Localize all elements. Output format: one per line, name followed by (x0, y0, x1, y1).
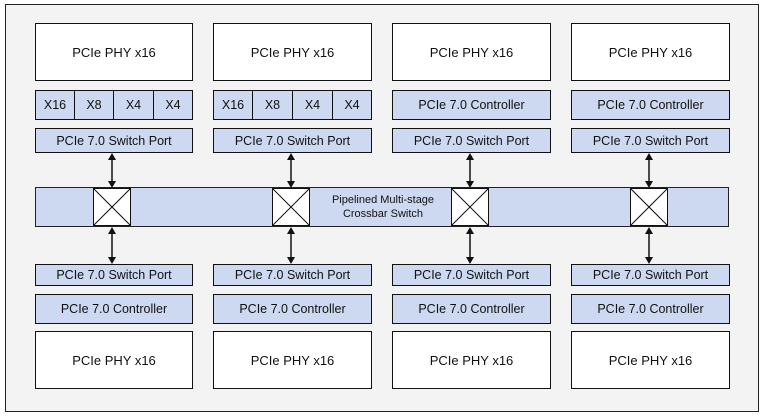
bottom-switch-port-2: PCIe 7.0 Switch Port (213, 264, 372, 286)
top-phy-2: PCIe PHY x16 (213, 23, 372, 81)
arrow-bottom-3 (466, 227, 474, 264)
crossbar-node-1 (93, 188, 131, 226)
top-lane-1-3: X4 (113, 90, 154, 120)
bottom-phy-2: PCIe PHY x16 (213, 331, 372, 389)
bottom-controller-3: PCIe 7.0 Controller (392, 294, 551, 324)
bottom-controller-1: PCIe 7.0 Controller (35, 294, 193, 324)
top-switch-port-4: PCIe 7.0 Switch Port (571, 128, 730, 153)
crossbar-label: Pipelined Multi-stage Crossbar Switch (303, 193, 463, 221)
top-lane-2-4: X4 (332, 90, 372, 120)
top-switch-port-3: PCIe 7.0 Switch Port (392, 128, 551, 153)
top-phy-4: PCIe PHY x16 (571, 23, 730, 81)
top-lane-1-2: X8 (74, 90, 114, 120)
top-controller-4: PCIe 7.0 Controller (571, 90, 730, 120)
top-lane-1-1: X16 (35, 90, 75, 120)
arrow-top-2 (287, 153, 295, 188)
bottom-controller-4: PCIe 7.0 Controller (571, 294, 730, 324)
crossbar-label-line1: Pipelined Multi-stage (331, 194, 435, 206)
crossbar-switch (35, 187, 729, 227)
top-lane-2-1: X16 (213, 90, 253, 120)
top-switch-port-1: PCIe 7.0 Switch Port (35, 128, 193, 153)
bottom-phy-1: PCIe PHY x16 (35, 331, 193, 389)
top-phy-3: PCIe PHY x16 (392, 23, 551, 81)
arrow-top-1 (108, 153, 116, 188)
top-lane-2-2: X8 (252, 90, 293, 120)
bottom-switch-port-3: PCIe 7.0 Switch Port (392, 264, 551, 286)
arrow-bottom-4 (645, 227, 653, 264)
top-controller-3: PCIe 7.0 Controller (392, 90, 551, 120)
top-lane-2-3: X4 (292, 90, 333, 120)
arrow-bottom-2 (287, 227, 295, 264)
crossbar-node-2 (272, 188, 310, 226)
bottom-switch-port-1: PCIe 7.0 Switch Port (35, 264, 193, 286)
arrow-bottom-1 (108, 227, 116, 264)
crossbar-label-line2: Crossbar Switch (342, 208, 424, 220)
crossbar-node-3 (451, 188, 489, 226)
top-phy-1: PCIe PHY x16 (35, 23, 193, 81)
top-switch-port-2: PCIe 7.0 Switch Port (213, 128, 372, 153)
bottom-switch-port-4: PCIe 7.0 Switch Port (571, 264, 730, 286)
bottom-phy-4: PCIe PHY x16 (571, 331, 730, 389)
bottom-controller-2: PCIe 7.0 Controller (213, 294, 372, 324)
arrow-top-3 (466, 153, 474, 188)
top-lane-1-4: X4 (153, 90, 193, 120)
crossbar-node-4 (630, 188, 668, 226)
bottom-phy-3: PCIe PHY x16 (392, 331, 551, 389)
arrow-top-4 (645, 153, 653, 188)
